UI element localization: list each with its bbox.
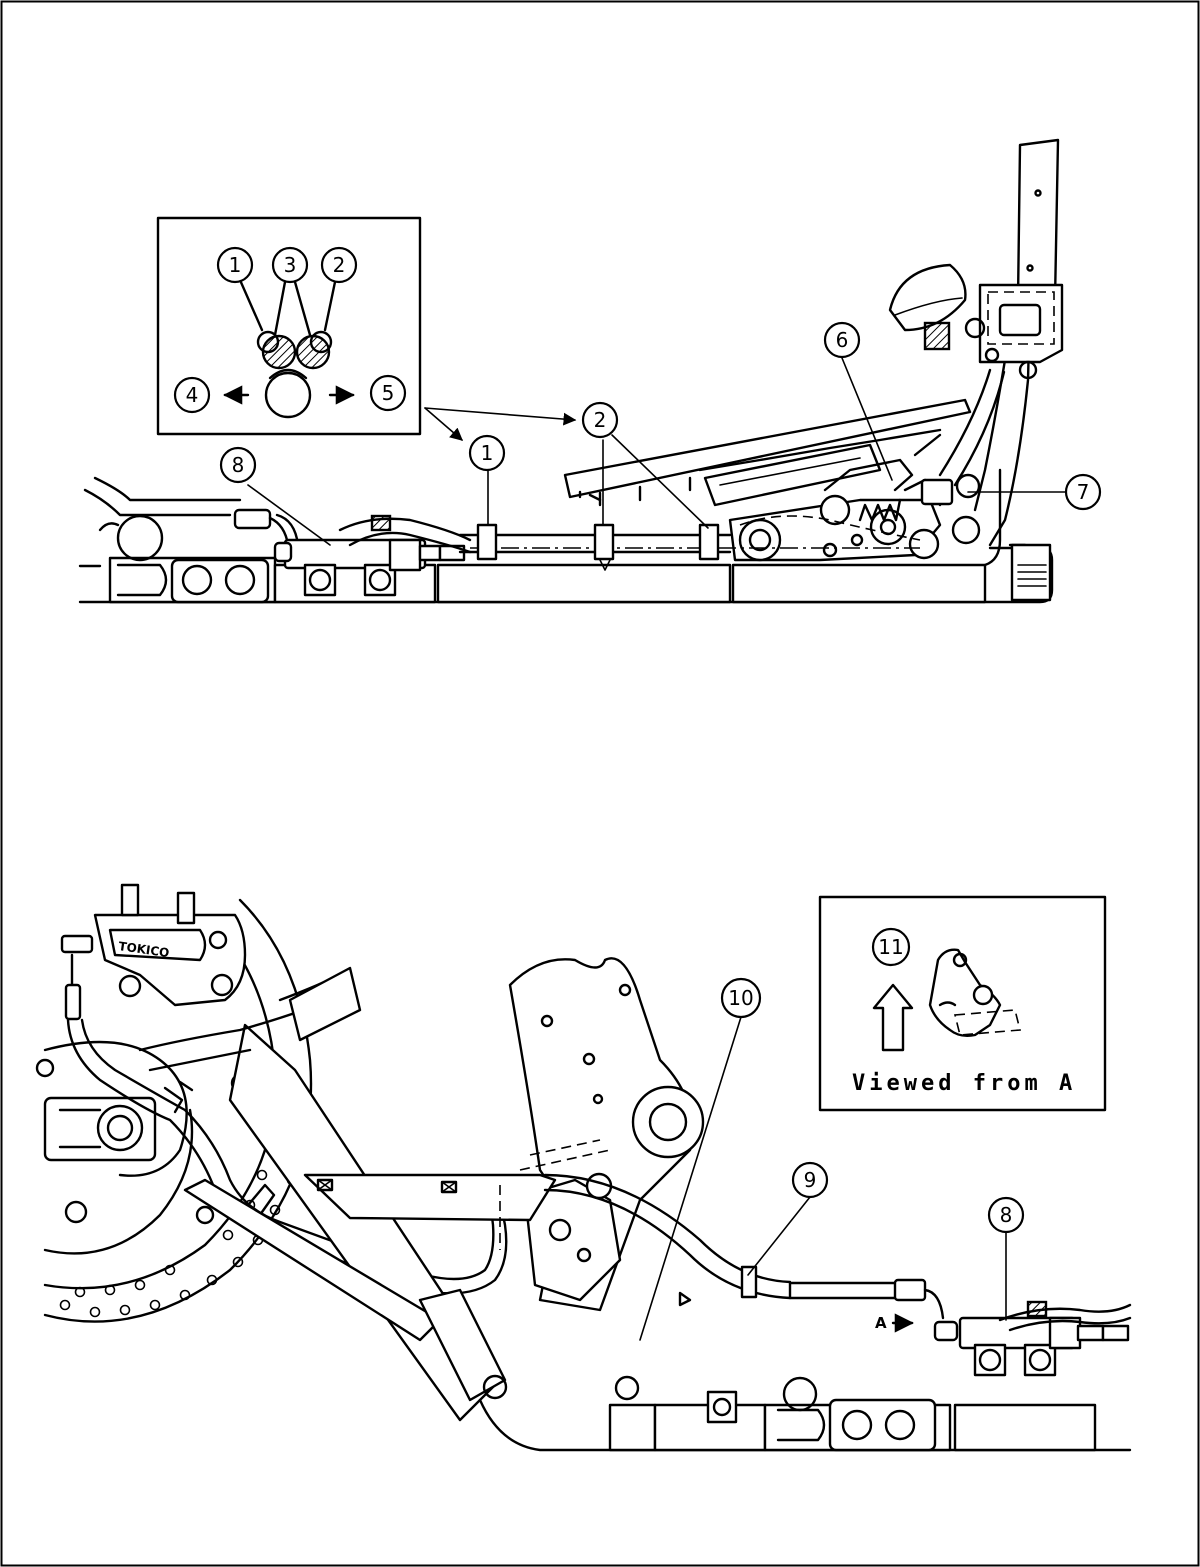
upper-steering-column [973, 138, 1060, 547]
callout-inset-5: 5 [369, 374, 407, 412]
svg-text:2: 2 [333, 253, 346, 277]
lower-center-frame [508, 957, 705, 1312]
leader-lower-10 [639, 1016, 742, 1341]
upper-hose-run [338, 514, 920, 571]
leader-upper-8 [247, 484, 331, 546]
callout-upper-8: 8 [219, 446, 257, 484]
lower-caliper: TOKICO [60, 883, 247, 1007]
upper-brake-hose-left [83, 476, 300, 562]
inset-pointer-arrow-1 [424, 407, 463, 441]
upper-pedal-mechanism [728, 458, 981, 562]
callouts: 1 3 2 4 5 8 1 2 6 7 10 9 8 11 [173, 246, 1102, 1234]
lower-junction-block [543, 1173, 1132, 1377]
leader-upper-6 [841, 357, 893, 481]
callout-upper-7: 7 [1064, 473, 1102, 511]
svg-text:9: 9 [804, 1168, 817, 1192]
inset-pointer-arrow-2 [424, 407, 577, 426]
upper-frame-rail [78, 468, 1054, 604]
lower-down-tube [138, 966, 507, 1422]
upper-hose-to-head [913, 368, 1006, 487]
lower-inset-box: Viewed from A [818, 895, 1107, 1112]
upper-head-unit [964, 283, 1064, 380]
svg-text:6: 6 [836, 328, 849, 352]
upper-reservoir [888, 263, 967, 351]
view-a-label: A [875, 1314, 887, 1332]
leader-upper-2b [611, 434, 709, 529]
callout-lower-8: 8 [987, 1196, 1025, 1234]
callout-inset-3: 3 [271, 246, 309, 284]
upper-junction-block [273, 538, 466, 597]
upper-floor-panel [563, 398, 972, 507]
leader-lower-9 [747, 1196, 811, 1276]
callout-inset-1: 1 [216, 246, 254, 284]
callout-upper-6: 6 [823, 321, 861, 359]
callout-upper-2: 2 [581, 401, 619, 439]
svg-text:11: 11 [878, 935, 903, 959]
lower-axle-hub [43, 1040, 188, 1177]
svg-text:8: 8 [1000, 1203, 1013, 1227]
svg-text:10: 10 [728, 986, 753, 1010]
svg-text:8: 8 [232, 453, 245, 477]
callout-inset-2: 2 [320, 246, 358, 284]
callout-lower-11: 11 [871, 927, 911, 967]
lower-drawing: TOKICO [35, 883, 1132, 1452]
callout-lower-9: 9 [791, 1161, 829, 1199]
callout-lower-10: 10 [720, 977, 762, 1019]
callout-inset-4: 4 [173, 376, 211, 414]
svg-text:1: 1 [229, 253, 242, 277]
callout-upper-1: 1 [468, 434, 506, 472]
svg-text:1: 1 [481, 441, 494, 465]
lower-footboard [303, 1139, 611, 1250]
svg-text:5: 5 [382, 381, 395, 405]
upper-drawing [78, 138, 1067, 604]
inset-caption: Viewed from A [852, 1071, 1076, 1096]
svg-text:7: 7 [1077, 480, 1090, 504]
svg-text:4: 4 [186, 383, 199, 407]
lower-frame-rail [478, 1374, 1132, 1452]
view-a-marker: A [875, 1313, 914, 1333]
svg-text:2: 2 [594, 408, 607, 432]
svg-text:3: 3 [284, 253, 297, 277]
